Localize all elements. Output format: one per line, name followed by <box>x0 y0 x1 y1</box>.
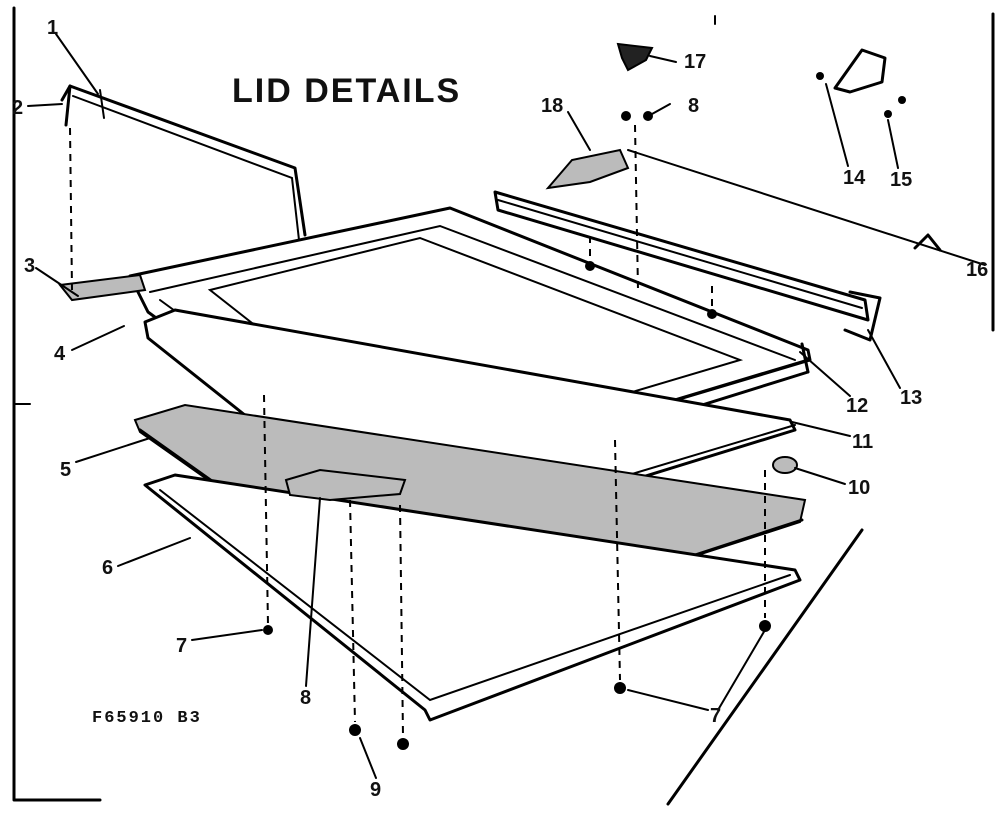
callout-11: 11 <box>852 431 873 453</box>
diagram-title: LID DETAILS <box>232 72 461 110</box>
callout-13: 13 <box>900 387 922 409</box>
callout-5: 5 <box>60 459 71 481</box>
screws <box>263 111 771 750</box>
hinge-pin-16 <box>627 149 986 266</box>
callout-2: 2 <box>12 97 23 119</box>
callout-14: 14 <box>843 167 866 189</box>
alignment-dashed-lines <box>69 124 766 737</box>
callout-16: 16 <box>966 259 988 281</box>
callout-7-right: 7 <box>710 705 721 727</box>
callout-6: 6 <box>102 557 113 579</box>
lid-support-rod <box>60 84 307 241</box>
lid-bottom-pan <box>143 473 802 722</box>
lid-handle <box>284 468 407 502</box>
callout-8: 8 <box>300 687 311 709</box>
callout-3: 3 <box>24 255 35 277</box>
callout-18: 18 <box>541 95 563 117</box>
callout-4: 4 <box>54 343 66 365</box>
callout-12: 12 <box>846 395 868 417</box>
callout-8-top: 8 <box>688 95 699 117</box>
callout-10: 10 <box>848 477 870 499</box>
page-border-lines <box>12 6 995 802</box>
callout-7-left: 7 <box>176 635 187 657</box>
callout-labels: 1 2 3 4 5 6 7 7 8 8 9 10 11 12 13 14 15 … <box>12 17 988 801</box>
callout-9: 9 <box>370 779 381 801</box>
knob-14-15 <box>816 48 906 118</box>
bumper-10 <box>772 456 798 474</box>
callout-15: 15 <box>890 169 912 191</box>
clip-17 <box>616 42 654 72</box>
callout-17: 17 <box>684 51 706 73</box>
callout-1: 1 <box>47 17 58 39</box>
rear-trim-strip <box>493 190 882 342</box>
hinge-clip-18 <box>545 148 630 190</box>
callout-leader-lines <box>27 33 901 806</box>
hinge-bracket-3 <box>58 273 147 302</box>
part-code: F65910 B3 <box>92 709 202 728</box>
